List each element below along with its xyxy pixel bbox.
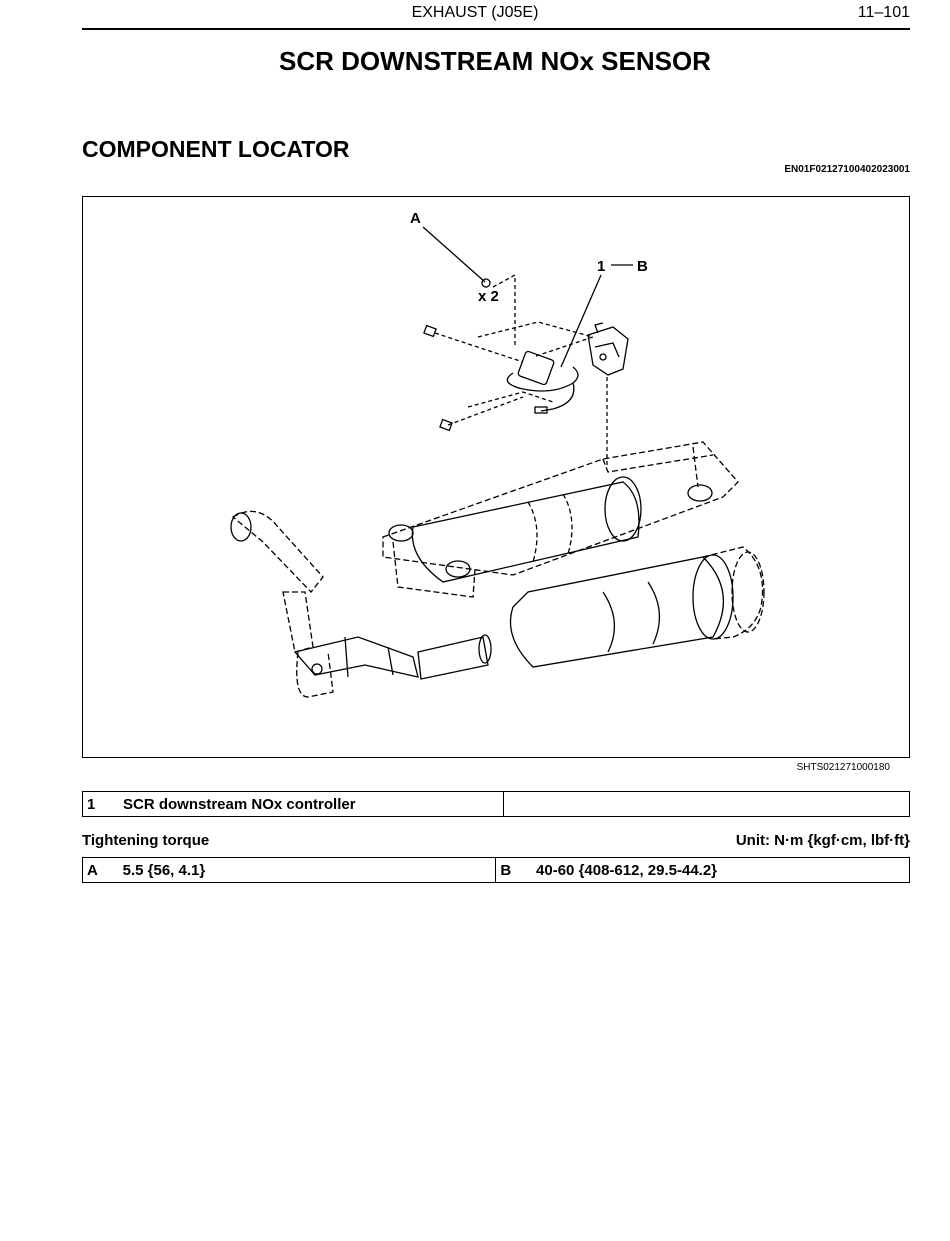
exhaust-system-drawing: A x 2 1 B	[230, 210, 765, 698]
empty-cell	[503, 791, 910, 817]
bolt-guide-lines	[434, 273, 608, 467]
figure-id: SHTS021271000180	[796, 762, 890, 773]
callout-a: A	[410, 210, 421, 227]
part-number: 1	[82, 791, 119, 817]
torque-key-a: A	[81, 857, 119, 883]
callout-qty: x 2	[478, 288, 499, 305]
torque-value-b: 40-60 {408-612, 29.5-44.2}	[532, 857, 911, 883]
nox-controller	[506, 322, 629, 414]
table-row: 1 SCR downstream NOx controller	[82, 791, 910, 817]
torque-label: Tightening torque	[82, 832, 210, 849]
exhaust-pipe	[230, 510, 492, 698]
bolt-icon	[423, 324, 453, 432]
leader-1	[560, 274, 602, 368]
table-row: A 5.5 {56, 4.1} B 40-60 {408-612, 29.5-4…	[81, 857, 911, 883]
torque-table: A 5.5 {56, 4.1} B 40-60 {408-612, 29.5-4…	[81, 857, 911, 883]
running-header-section: EXHAUST (J05E)	[411, 4, 539, 21]
upper-canister	[411, 476, 642, 583]
torque-unit: Unit: N·m {kgf·cm, lbf·ft}	[735, 832, 910, 849]
parts-table: 1 SCR downstream NOx controller	[82, 791, 910, 817]
muffler-bracket-frame	[382, 441, 739, 598]
callout-1: 1	[597, 258, 605, 275]
callout-b: B	[637, 258, 648, 275]
nut-icon	[481, 278, 491, 288]
document-id: EN01F02127100402023001	[784, 164, 910, 175]
torque-key-b: B	[495, 857, 533, 883]
header-rule	[82, 28, 910, 30]
component-illustration: A x 2 1 B	[82, 196, 910, 758]
section-heading: COMPONENT LOCATOR	[82, 136, 350, 162]
torque-value-a: 5.5 {56, 4.1}	[118, 857, 497, 883]
page-title: SCR DOWNSTREAM NOx SENSOR	[279, 46, 711, 76]
part-name: SCR downstream NOx controller	[119, 791, 504, 817]
leader-a	[422, 226, 486, 283]
page-number: 11–101	[857, 4, 910, 21]
lower-canister	[509, 546, 765, 668]
